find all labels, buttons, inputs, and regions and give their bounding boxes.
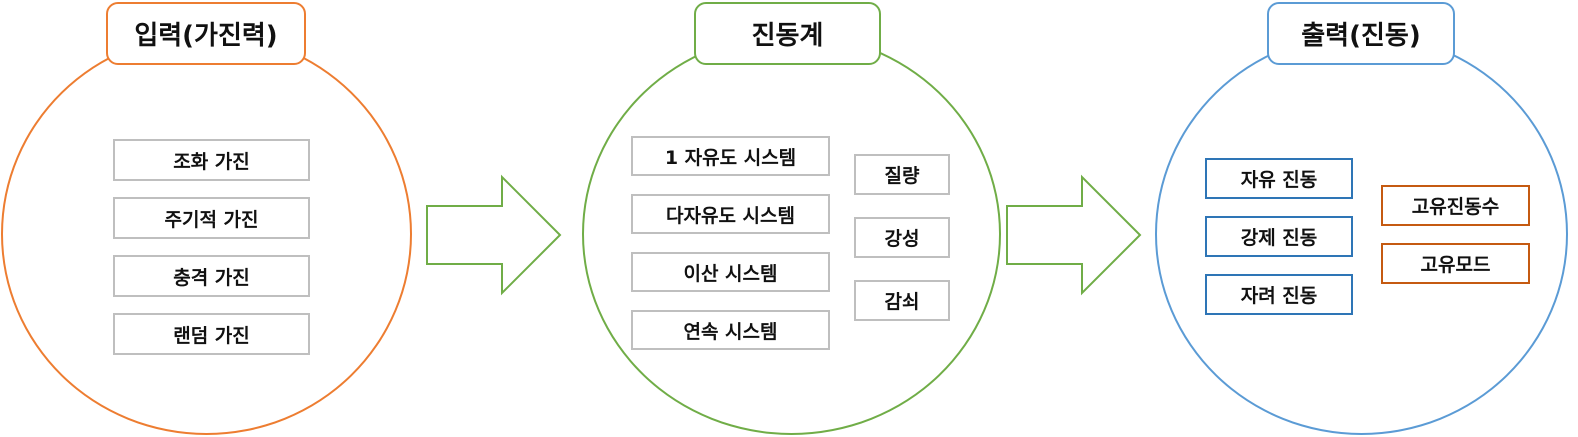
system-type-1dof: 1 자유도 시스템	[631, 136, 830, 176]
system-property-damping: 감쇠	[854, 280, 950, 321]
right-arrow-icon	[1006, 174, 1142, 296]
right-arrow-icon	[426, 174, 562, 296]
system-type-continuous: 연속 시스템	[631, 310, 830, 350]
input-title: 입력(가진력)	[106, 2, 306, 65]
output-vibration-forced: 강제 진동	[1205, 216, 1353, 257]
output-vibration-free: 자유 진동	[1205, 158, 1353, 199]
system-title: 진동계	[694, 2, 881, 65]
input-item-harmonic: 조화 가진	[113, 139, 310, 181]
system-type-discrete: 이산 시스템	[631, 252, 830, 292]
output-modal-natural-frequency: 고유진동수	[1381, 185, 1530, 226]
output-modal-mode-shape: 고유모드	[1381, 243, 1530, 284]
system-type-mdof: 다자유도 시스템	[631, 194, 830, 234]
output-vibration-self-excited: 자려 진동	[1205, 274, 1353, 315]
input-item-impact: 충격 가진	[113, 255, 310, 297]
system-property-stiffness: 강성	[854, 217, 950, 258]
input-item-random: 랜덤 가진	[113, 313, 310, 355]
input-item-periodic: 주기적 가진	[113, 197, 310, 239]
output-title: 출력(진동)	[1267, 2, 1455, 65]
system-property-mass: 질량	[854, 154, 950, 195]
